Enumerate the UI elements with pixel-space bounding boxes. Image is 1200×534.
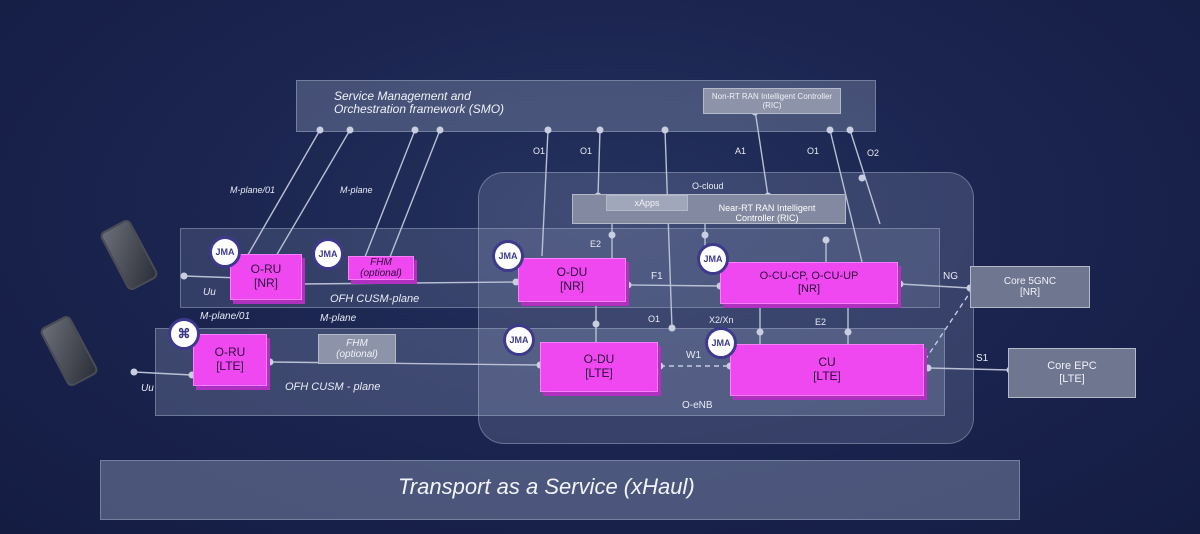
fhm-lte-box: FHM (optional) [318, 334, 396, 364]
oru-nr-line2: [NR] [254, 276, 278, 290]
transport-plate [100, 460, 1020, 520]
if-a1: A1 [735, 146, 747, 156]
cu-lte-line2: [LTE] [813, 369, 841, 383]
ocu-nr-line2: [NR] [798, 283, 820, 295]
jma-logo-icon-fhm-nr: JMA [312, 238, 344, 270]
if-uu-lte: Uu [141, 383, 154, 394]
jma-logo-icon-cu-lte: JMA [705, 327, 737, 359]
ofh-nr-label: OFH CUSM-plane [330, 293, 420, 305]
oru-lte-line2: [LTE] [216, 359, 244, 373]
fhm-lte-line1: FHM [346, 337, 368, 349]
non-rt-ric-label: Non-RT RAN Intelligent Controller (RIC) [711, 91, 833, 110]
if-ng: NG [943, 271, 958, 282]
ofh-lte-label: OFH CUSM - plane [285, 381, 381, 393]
smo-title: Service Management and Orchestration fra… [334, 89, 505, 117]
transport-label: Transport as a Service (xHaul) [398, 474, 695, 499]
if-o1-c: O1 [807, 146, 820, 156]
fhm-lte-line2: (optional) [336, 349, 378, 360]
jma-logo-icon-ocu-nr: JMA [697, 243, 729, 275]
fhm-nr-line2: (optional) [360, 268, 402, 279]
ocu-nr-line1: O-CU-CP, O-CU-UP [759, 270, 859, 283]
smo-title-line2: Orchestration framework (SMO) [334, 102, 505, 117]
if-mplane01-lte: M-plane/01 [200, 311, 251, 322]
xapps-box: xApps [606, 195, 688, 211]
near-rt-ric-line1: Near-RT RAN Intelligent [718, 203, 816, 213]
oru-nr-box: O-RU [NR] [230, 254, 302, 300]
fhm-nr-box: FHM (optional) [348, 256, 414, 280]
odu-nr-box: O-DU [NR] [518, 258, 626, 302]
near-rt-ric-line2: Controller (RIC) [735, 212, 799, 223]
odu-lte-line1: O-DU [583, 352, 615, 367]
oru-lte-box: O-RU [LTE] [193, 334, 267, 386]
core-5gnc-line1: Core 5GNC [1003, 275, 1057, 287]
odu-lte-line2: [LTE] [585, 366, 613, 380]
core-epc-box: Core EPC [LTE] [1008, 348, 1136, 398]
core-epc-line1: Core EPC [1047, 360, 1097, 373]
if-mplane-nr: M-plane [340, 185, 373, 195]
cu-lte-box: CU [LTE] [730, 344, 924, 396]
if-mplane-lte: M-plane [320, 313, 357, 324]
if-f1: F1 [651, 271, 663, 282]
if-e2-b: E2 [815, 317, 827, 327]
odu-lte-box: O-DU [LTE] [540, 342, 658, 392]
if-mplane01-nr: M-plane/01 [230, 185, 276, 195]
xapps-label: xApps [634, 197, 660, 208]
if-o1-b: O1 [580, 146, 593, 156]
near-rt-ric-label: Near-RT RAN Intelligent Controller (RIC) [702, 203, 832, 224]
jma-logo-icon-odu-lte: JMA [503, 324, 535, 356]
if-uu-nr: Uu [203, 287, 216, 298]
jma-logo-icon-oru-nr: JMA [209, 236, 241, 268]
if-w1: W1 [686, 350, 701, 361]
ocloud-label: O-cloud [692, 181, 724, 191]
odu-nr-line2: [NR] [560, 279, 584, 293]
if-o1-a: O1 [533, 146, 546, 156]
cu-lte-line1: CU [818, 355, 836, 370]
if-x2xn: X2/Xn [709, 315, 734, 325]
oru-lte-line1: O-RU [214, 345, 246, 360]
if-o2: O2 [867, 148, 880, 158]
non-rt-ric-box: Non-RT RAN Intelligent Controller (RIC) [703, 88, 841, 114]
if-o1-d: O1 [648, 314, 661, 324]
if-s1: S1 [976, 353, 989, 364]
if-e2-a: E2 [590, 239, 602, 249]
odu-nr-line1: O-DU [556, 265, 588, 280]
lte-vendor-logo-icon: ⌘ [168, 318, 200, 350]
oenb-label: O-eNB [682, 400, 713, 411]
oru-nr-line1: O-RU [250, 262, 282, 277]
core-epc-line2: [LTE] [1059, 373, 1085, 385]
ocu-nr-box: O-CU-CP, O-CU-UP [NR] [720, 262, 898, 304]
fhm-nr-line1: FHM [370, 256, 392, 268]
core-5gnc-box: Core 5GNC [NR] [970, 266, 1090, 308]
smo-title-line1: Service Management and [334, 89, 471, 103]
core-5gnc-line2: [NR] [1020, 287, 1040, 298]
jma-logo-icon-odu-nr: JMA [492, 240, 524, 272]
